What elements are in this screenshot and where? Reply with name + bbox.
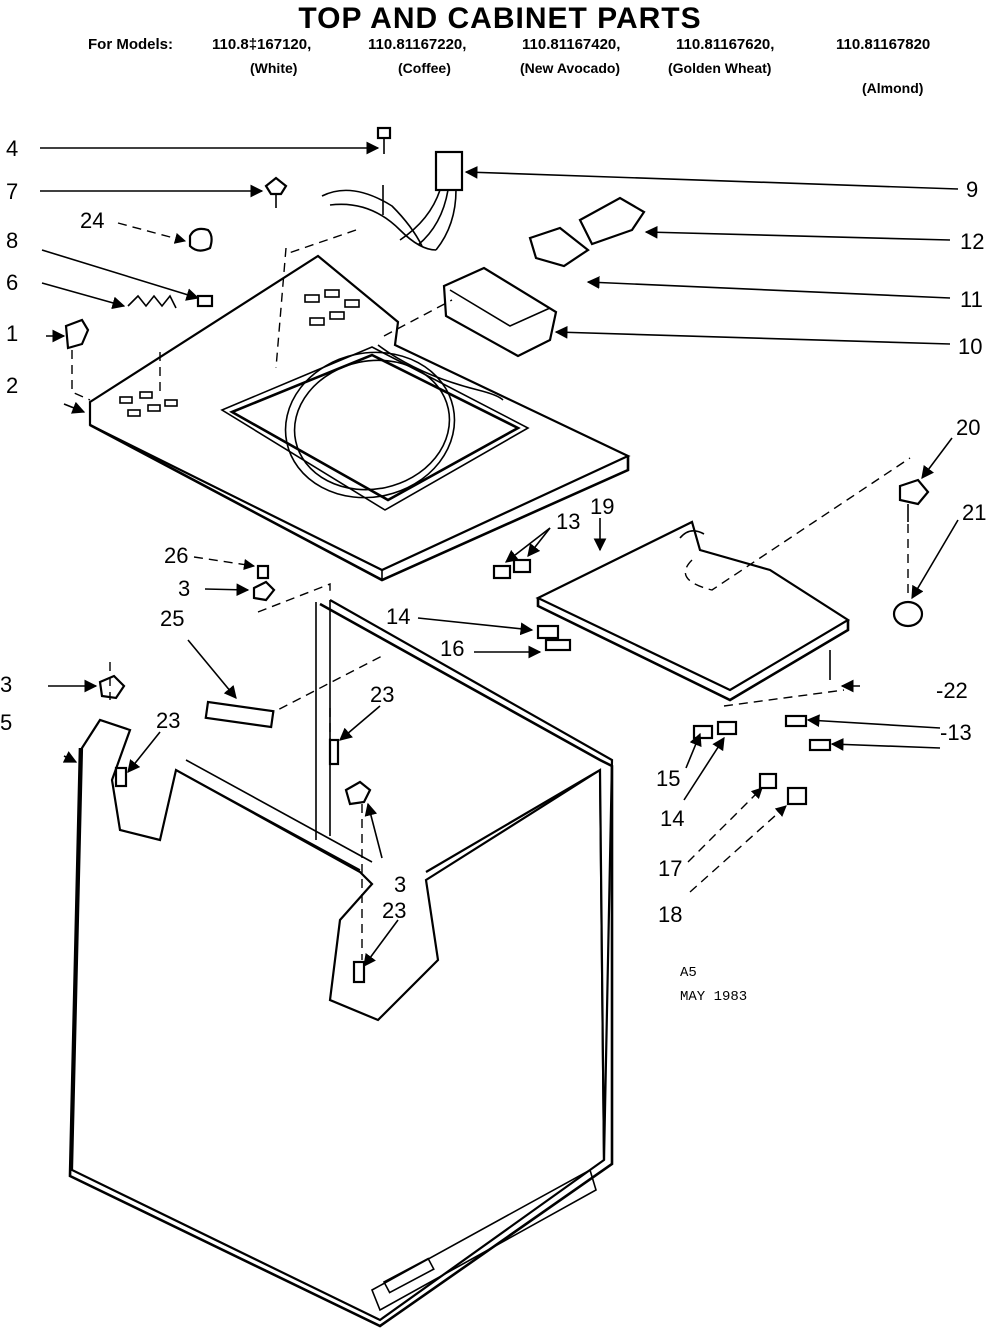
clip-part-7: [264, 176, 288, 208]
washer-top-panel: [88, 254, 631, 582]
stamp-line-2: MAY 1983: [680, 989, 747, 1005]
spring-part-6: [127, 294, 177, 309]
callout-22: -22: [936, 678, 968, 703]
callout-13-lower: -13: [940, 720, 972, 745]
knob-part-1: [64, 318, 90, 350]
callout-3-left: 3: [0, 672, 12, 697]
model-number-1: 110.8‡167120,: [212, 36, 312, 53]
diagram-title: TOP AND CABINET PARTS: [298, 2, 702, 35]
callout-4: 4: [6, 136, 18, 161]
bracket-part-10: [442, 266, 558, 358]
nut-part-21: [892, 600, 924, 628]
cabinet-small-parts: [98, 564, 372, 984]
model-number-4: 110.81167620,: [676, 36, 775, 53]
callout-11: 11: [960, 287, 983, 312]
wiring-harness: [321, 150, 464, 251]
callout-12: 12: [960, 229, 984, 254]
callout-15: 15: [656, 766, 680, 791]
control-slots: [119, 289, 360, 417]
callout-21: 21: [962, 500, 986, 525]
color-golden-wheat: (Golden Wheat): [668, 60, 772, 76]
callout-17: 17: [658, 856, 682, 881]
callout-10: 10: [958, 334, 982, 359]
color-white: (White): [250, 60, 298, 76]
screw-part-4: [376, 126, 392, 154]
models-prefix: For Models:: [88, 36, 173, 53]
callout-24: 24: [80, 208, 104, 233]
callout-16: 16: [440, 636, 464, 661]
callout-13-upper: 13: [556, 509, 580, 534]
hinge-parts-13-14-16: [492, 558, 572, 652]
color-new-avocado: (New Avocado): [520, 60, 621, 76]
callout-2: 2: [6, 373, 18, 398]
callout-23-cutaway: 23: [382, 898, 406, 923]
model-number-3: 110.81167420,: [522, 36, 621, 53]
callout-3-cutaway: 3: [394, 872, 406, 897]
hinge-parts-15-14-17-18-22-13: [692, 650, 832, 806]
callout-14-upper: 14: [386, 604, 410, 629]
callout-1: 1: [6, 321, 18, 346]
callout-labels: 4 7 24 8 6 1 2 9 12 11 10 20 21 19 13 14…: [0, 136, 986, 927]
callout-6: 6: [6, 270, 18, 295]
clip-part-24: [188, 227, 213, 252]
callout-3-upper: 3: [178, 576, 190, 601]
fastener-part-20: [898, 478, 930, 522]
callout-8: 8: [6, 228, 18, 253]
screw-part-8: [196, 294, 214, 308]
switch-part-11: [528, 226, 590, 268]
callout-14-lower: 14: [660, 806, 684, 831]
callout-7: 7: [6, 179, 18, 204]
switch-part-12: [578, 196, 646, 246]
callout-9: 9: [966, 177, 978, 202]
leader-lines: [40, 141, 959, 968]
model-number-5: 110.81167820: [836, 36, 931, 53]
revision-stamp: A5 MAY 1983: [680, 965, 747, 1005]
callout-26: 26: [164, 543, 188, 568]
color-almond: (Almond): [862, 80, 924, 96]
callout-23-middle: 23: [370, 682, 394, 707]
color-coffee: (Coffee): [398, 60, 451, 76]
callout-20: 20: [956, 415, 980, 440]
callout-25: 25: [160, 606, 184, 631]
washer-cabinet: [68, 599, 614, 1328]
model-number-2: 110.81167220,: [368, 36, 467, 53]
lid-part-19: [535, 520, 851, 702]
callout-19: 19: [590, 494, 614, 519]
callout-18: 18: [658, 902, 682, 927]
callout-23-left: 23: [156, 708, 180, 733]
stamp-line-1: A5: [680, 965, 697, 981]
callout-5: 5: [0, 710, 12, 735]
